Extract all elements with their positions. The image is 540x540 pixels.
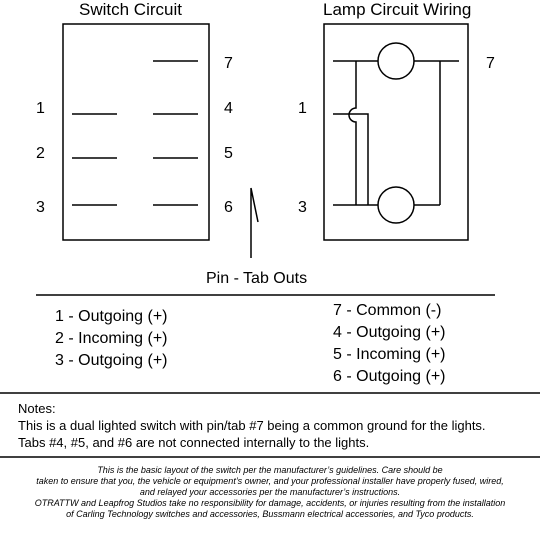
disclaimer-line-1: This is the basic layout of the switch p… xyxy=(97,465,443,475)
legend-item: 4 - Outgoing (+) xyxy=(333,324,446,341)
switch-pin-label-4: 4 xyxy=(224,100,233,117)
legend-item: 7 - Common (-) xyxy=(333,302,442,319)
switch-pin-label-7: 7 xyxy=(224,55,233,72)
disclaimer-line-2: taken to ensure that you, the vehicle or… xyxy=(36,476,504,486)
lamp-top xyxy=(377,42,415,80)
notes-heading: Notes: xyxy=(18,401,56,416)
pin-tab-pointer xyxy=(250,187,259,258)
legend-item: 3 - Outgoing (+) xyxy=(55,352,168,369)
switch-pin-label-6: 6 xyxy=(224,199,233,216)
switch-circuit-title: Switch Circuit xyxy=(79,0,182,19)
lamp-pin-label-3: 3 xyxy=(298,199,307,216)
switch-pin-label-1: 1 xyxy=(36,100,45,117)
disclaimer: This is the basic layout of the switch p… xyxy=(0,465,540,520)
lamp-pin-label-7: 7 xyxy=(486,55,495,72)
switch-pin-label-2: 2 xyxy=(36,145,45,162)
disclaimer-line-4: OTRATTW and Leapfrog Studios take no res… xyxy=(34,498,506,508)
legend-right: 7 - Common (-) 4 - Outgoing (+) 5 - Inco… xyxy=(333,300,446,388)
lamp-wire-1 xyxy=(349,113,369,205)
legend-item: 2 - Incoming (+) xyxy=(55,330,168,347)
disclaimer-line-3: and relayed your accessories per the man… xyxy=(139,487,401,497)
legend-left: 1 - Outgoing (+) 2 - Incoming (+) 3 - Ou… xyxy=(55,306,168,372)
disclaimer-line-5: of Carling Technology switches and acces… xyxy=(66,509,474,519)
notes-line-2: Tabs #4, #5, and #6 are not connected in… xyxy=(18,435,370,450)
legend-item: 6 - Outgoing (+) xyxy=(333,368,446,385)
pin-tab-outs-title: Pin - Tab Outs xyxy=(206,270,308,287)
switch-body xyxy=(62,23,210,241)
lamp-circuit-title: Lamp Circuit Wiring xyxy=(323,0,472,19)
lamp-pin-label-1: 1 xyxy=(298,100,307,117)
lamp-bottom xyxy=(377,186,415,224)
lamp-body xyxy=(323,23,469,241)
notes-line-1: This is a dual lighted switch with pin/t… xyxy=(18,418,486,433)
notes-section: Notes: This is a dual lighted switch wit… xyxy=(18,400,486,451)
legend-item: 1 - Outgoing (+) xyxy=(55,308,168,325)
legend-item: 5 - Incoming (+) xyxy=(333,346,446,363)
switch-pin-label-5: 5 xyxy=(224,145,233,162)
switch-pin-label-3: 3 xyxy=(36,199,45,216)
lamp-common-wire xyxy=(348,61,357,205)
